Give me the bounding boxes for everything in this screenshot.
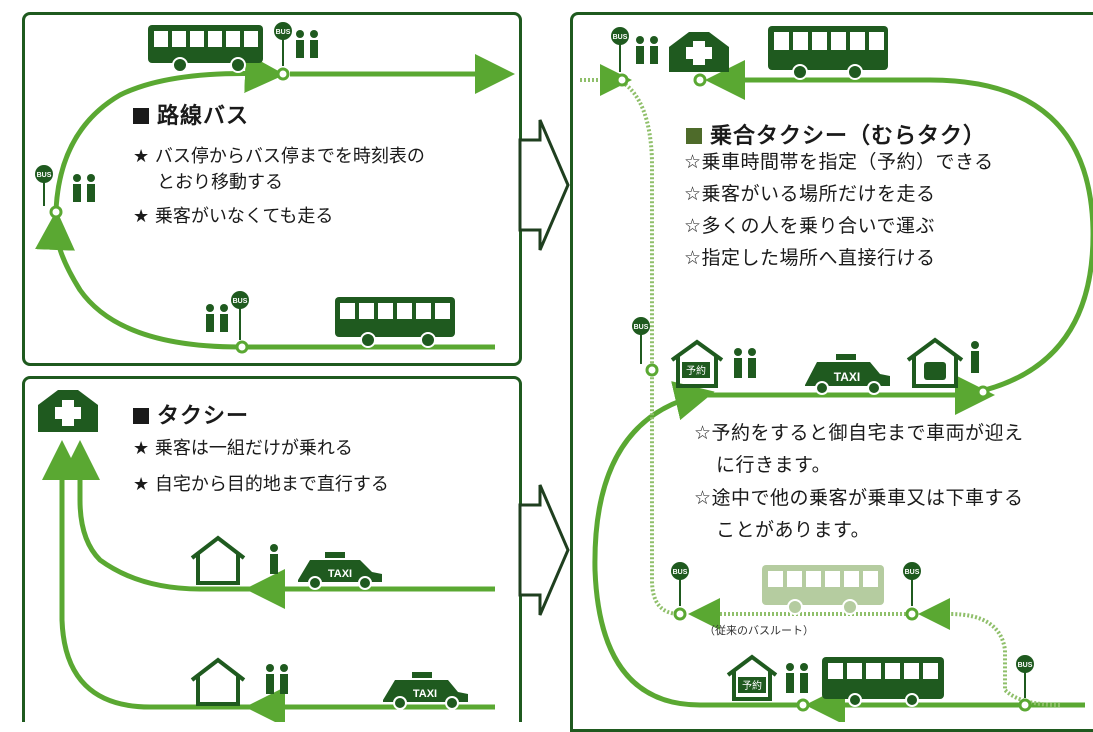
- reservation-label: 予約: [686, 364, 706, 377]
- taxi-icon-upper: TAXI: [298, 552, 382, 590]
- taxi-bullet-2: ★ 自宅から目的地まで直行する: [133, 474, 389, 495]
- mura-taku-note-2: ☆途中で他の乗客が乗車又は下車する: [694, 487, 1024, 509]
- reservation-label: 予約: [742, 679, 762, 692]
- transition-arrow-upper: [518, 119, 570, 251]
- bus-stop-label: BUS: [1018, 662, 1033, 669]
- bus-icon-top: [148, 25, 263, 73]
- mura-taku-feature-1: ☆乗車時間帯を指定（予約）できる: [684, 151, 994, 173]
- mura-taku-feature-4: ☆指定した場所へ直接行ける: [684, 247, 936, 269]
- hospital-icon: [38, 32, 729, 432]
- taxi-label: TAXI: [328, 568, 352, 580]
- route-bus-bullet-1-cont: とおり移動する: [157, 172, 283, 193]
- mura-taku-stop-dots: [615, 73, 1032, 712]
- bus-stop-label: BUS: [613, 34, 628, 41]
- reservation-sign: [682, 362, 766, 693]
- mura-taku-title: 乗合タクシー（むらタク）: [686, 118, 986, 150]
- taxi-label: TAXI: [834, 370, 860, 384]
- bus-stop-label: BUS: [634, 324, 649, 331]
- taxi-title-text: タクシー: [157, 404, 250, 429]
- taxi-icon-lower: TAXI: [383, 672, 468, 710]
- taxi-icon-muratak: TAXI: [805, 354, 890, 395]
- taxi-title: タクシー: [133, 398, 249, 430]
- transition-arrow-lower: [518, 484, 570, 616]
- bus-stop-label: BUS: [905, 569, 920, 576]
- mura-taku-title-text: 乗合タクシー（むらタク）: [710, 124, 987, 149]
- bus-stop-label: BUS: [233, 298, 248, 305]
- mura-taku-note-1-cont: に行きます。: [716, 454, 832, 476]
- legacy-route-label: （従来のバスルート）: [704, 624, 814, 637]
- mura-taku-feature-3: ☆多くの人を乗り合いで運ぶ: [684, 215, 935, 237]
- taxi-bullet-1: ★ 乗客は一組だけが乗れる: [133, 438, 353, 459]
- route-bus-bullet-1: ★ バス停からバス停までを時刻表の: [133, 146, 425, 167]
- bus-icon-muratak-bottom: [822, 657, 944, 707]
- bus-stop-icon: [35, 22, 1034, 698]
- mura-taku-feature-2: ☆乗客がいる場所だけを走る: [684, 183, 936, 205]
- taxi-label: TAXI: [413, 688, 437, 700]
- route-bus-title: 路線バス: [133, 98, 249, 130]
- bus-stop-label: BUS: [673, 569, 688, 576]
- route-bus-title-text: 路線バス: [157, 104, 250, 129]
- route-bus-bullet-2: ★ 乗客がいなくても走る: [133, 206, 334, 227]
- title-square-icon: [686, 128, 702, 144]
- phone-icon: [906, 337, 964, 388]
- bus-stop-label: BUS: [276, 29, 291, 36]
- bus-icon-muratak-top: [768, 26, 888, 80]
- bus-stop-label: BUS: [37, 172, 52, 179]
- title-square-icon: [133, 408, 149, 424]
- house-icon: [190, 339, 778, 706]
- route-bus-stop-dots: [49, 67, 290, 354]
- title-square-icon: [133, 108, 149, 124]
- people-icon: [73, 30, 979, 694]
- bus-icon-bottom: [335, 297, 455, 348]
- bus-icon-legacy: [762, 565, 884, 615]
- legacy-bus-path: [580, 64, 1061, 707]
- mura-taku-note-1: ☆予約をすると御自宅まで車両が迎え: [694, 422, 1024, 444]
- mura-taku-note-2-cont: ことがあります。: [716, 519, 871, 541]
